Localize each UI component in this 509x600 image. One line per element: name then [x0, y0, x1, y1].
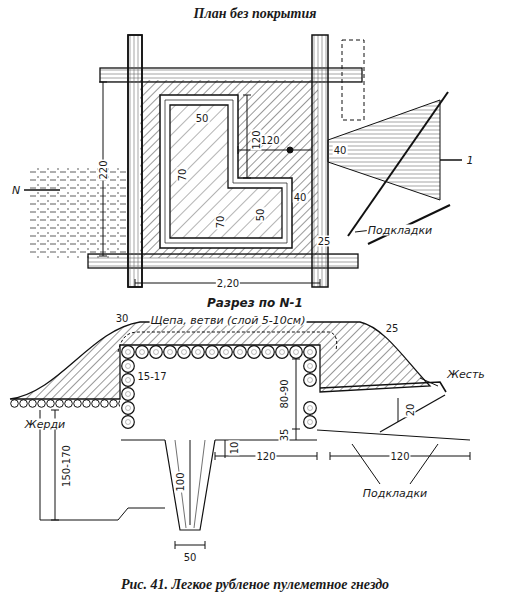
part-name: Жесть — [446, 369, 486, 380]
dimension: 50 — [255, 208, 266, 223]
dimension: 120 — [255, 451, 276, 462]
part-name: Подкладки — [362, 488, 428, 499]
dimension: 40 — [333, 145, 348, 156]
part-name: Щепа, ветви (слой 5-10см) — [150, 315, 307, 326]
section-title: Разрез по N-1 — [206, 298, 304, 309]
dimension: 25 — [385, 323, 400, 334]
dimension: 30 — [115, 313, 130, 324]
dimension: 25 — [317, 236, 332, 247]
dimension: 20 — [405, 403, 416, 418]
dimension: 70 — [215, 215, 226, 230]
section-mark: 1 — [466, 155, 475, 166]
dimension: 35 — [279, 428, 290, 443]
dimension: 150-170 — [61, 444, 72, 488]
dimension: 100 — [175, 471, 186, 492]
dimension: 120 — [389, 451, 410, 462]
figure-caption: Рис. 41. Легкое рубленое пулеметное гнез… — [119, 577, 391, 593]
part-name: Подкладки — [367, 225, 433, 236]
drawing-title: План без покрытия — [192, 6, 319, 22]
part-name: Жерди — [24, 419, 66, 430]
dimension: 2,20 — [216, 278, 240, 289]
dimension: 15-17 — [136, 371, 167, 382]
section-mark: N — [11, 185, 21, 196]
dimension: 120 — [251, 129, 262, 150]
dimension: 80-90 — [279, 378, 290, 409]
dimension: 120 — [259, 135, 280, 146]
dimension: 50 — [195, 113, 210, 124]
dimension: 70 — [177, 168, 188, 183]
dimension: 40 — [293, 192, 308, 203]
dimension: 50 — [183, 552, 198, 563]
dimension: 10 — [229, 441, 240, 456]
dimension: 220 — [98, 159, 109, 180]
